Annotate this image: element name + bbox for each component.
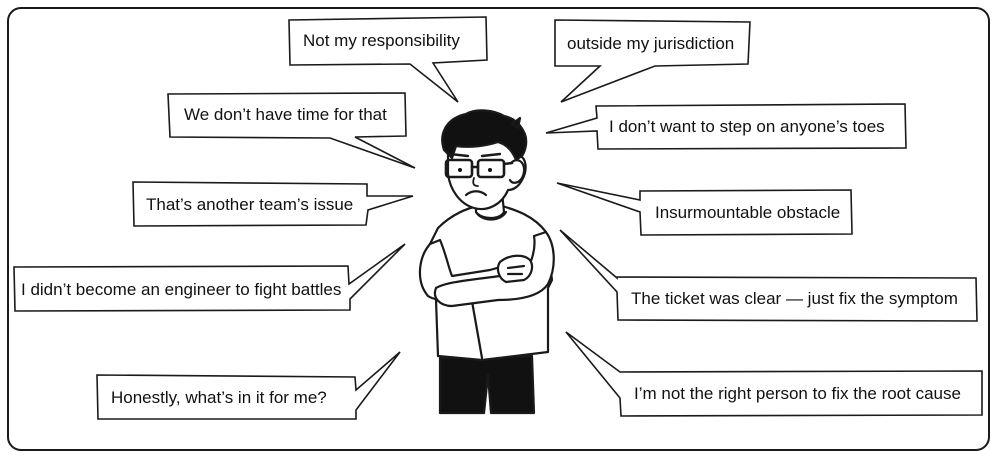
ear (508, 159, 526, 184)
pants (438, 354, 536, 415)
hair-tuft (510, 116, 522, 130)
bubble-text-not-my-responsibility: Not my responsibility (303, 31, 460, 50)
bubble-text-ticket-clear: The ticket was clear — just fix the symp… (631, 289, 958, 308)
right-eye (488, 168, 492, 172)
right-hand (496, 254, 534, 284)
frustrated-engineer-figure (418, 109, 555, 415)
bubble-text-insurmountable: Insurmountable obstacle (655, 203, 841, 222)
bubble-text-not-right-person: I’m not the right person to fix the root… (634, 384, 961, 403)
left-eye (458, 168, 462, 172)
speech-bubble-whats-in-it (96, 351, 401, 420)
bubble-text-step-on-toes: I don’t want to step on anyone’s toes (609, 117, 885, 136)
hair (441, 109, 528, 162)
bubble-text-no-time: We don’t have time for that (184, 105, 387, 124)
speech-bubble-outside-jurisdiction (554, 19, 751, 103)
speech-bubble-ticket-clear (559, 229, 978, 322)
frown (464, 190, 488, 197)
speech-bubble-not-my-responsibility (288, 16, 488, 103)
speech-bubble-insurmountable (556, 182, 853, 236)
bubble-text-whats-in-it: Honestly, what’s in it for me? (111, 388, 327, 407)
speech-bubble-step-on-toes (545, 103, 907, 150)
bubble-text-outside-jurisdiction: outside my jurisdiction (567, 34, 735, 53)
speech-bubble-another-team (132, 181, 414, 227)
speech-bubble-fight-battles (13, 243, 406, 312)
speech-bubble-not-right-person (565, 331, 983, 417)
speech-bubble-no-time (167, 92, 416, 169)
glasses (444, 158, 514, 179)
bubble-text-fight-battles: I didn’t become an engineer to fight bat… (21, 280, 342, 299)
bubble-text-another-team: That’s another team’s issue (146, 195, 354, 214)
